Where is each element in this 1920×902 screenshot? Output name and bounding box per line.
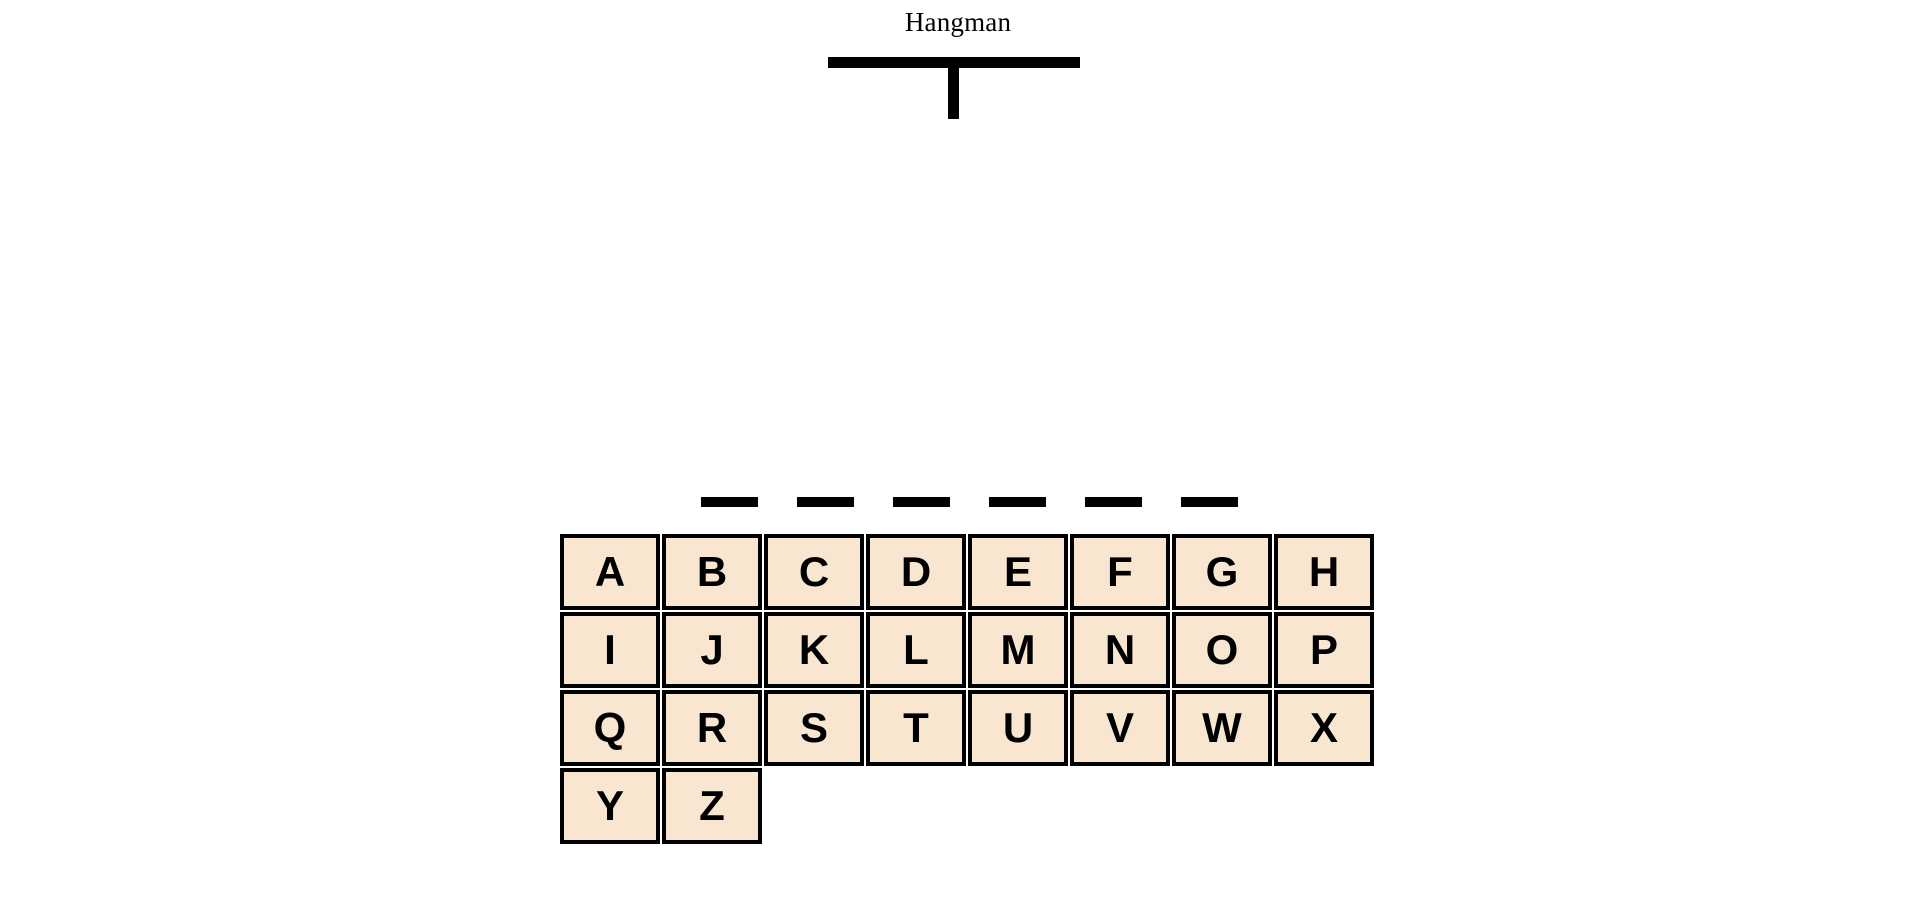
word-slot [794,497,856,507]
letter-key-v[interactable]: V [1070,690,1170,766]
letter-key-r[interactable]: R [662,690,762,766]
letter-key-s[interactable]: S [764,690,864,766]
letter-key-l[interactable]: L [866,612,966,688]
letter-key-e[interactable]: E [968,534,1068,610]
letter-key-a[interactable]: A [560,534,660,610]
word-slot-underline [1084,497,1142,507]
letter-key-w[interactable]: W [1172,690,1272,766]
word-slot-underline [700,497,758,507]
letter-key-f[interactable]: F [1070,534,1170,610]
letter-key-y[interactable]: Y [560,768,660,844]
letter-key-k[interactable]: K [764,612,864,688]
word-slot [698,497,760,507]
letter-key-t[interactable]: T [866,690,966,766]
word-slot [986,497,1048,507]
letter-key-x[interactable]: X [1274,690,1374,766]
letter-key-z[interactable]: Z [662,768,762,844]
letter-key-q[interactable]: Q [560,690,660,766]
letter-key-n[interactable]: N [1070,612,1170,688]
word-slot [1178,497,1240,507]
word-slot-underline [796,497,854,507]
word-slot-underline [1180,497,1238,507]
letter-key-j[interactable]: J [662,612,762,688]
gallows-post-icon [948,68,959,119]
letter-key-d[interactable]: D [866,534,966,610]
letter-key-b[interactable]: B [662,534,762,610]
letter-key-m[interactable]: M [968,612,1068,688]
gallows-beam-icon [828,57,1080,68]
letter-key-g[interactable]: G [1172,534,1272,610]
word-display [698,497,1240,507]
word-slot [890,497,952,507]
word-slot-underline [892,497,950,507]
gallows-drawing [828,57,1080,119]
letter-key-o[interactable]: O [1172,612,1272,688]
page-title: Hangman [904,7,1012,37]
letter-key-c[interactable]: C [764,534,864,610]
word-slot [1082,497,1144,507]
word-slot-underline [988,497,1046,507]
letter-key-p[interactable]: P [1274,612,1374,688]
letter-key-u[interactable]: U [968,690,1068,766]
letter-key-h[interactable]: H [1274,534,1374,610]
letter-key-i[interactable]: I [560,612,660,688]
